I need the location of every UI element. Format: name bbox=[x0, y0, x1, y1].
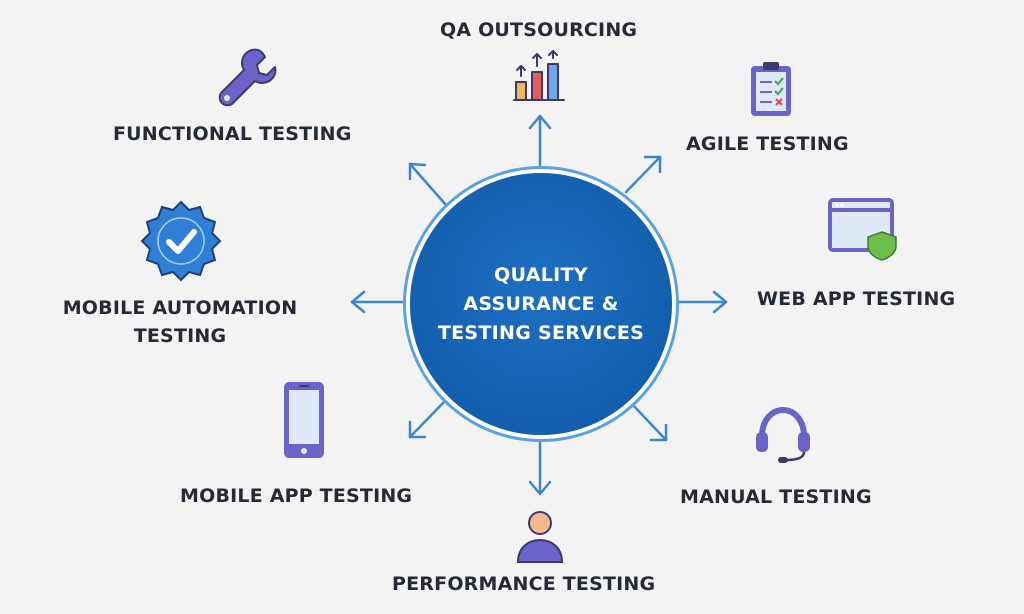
label-qa-outsourcing: QA OUTSOURCING bbox=[440, 19, 638, 41]
smartphone-icon bbox=[284, 382, 324, 458]
label-functional-testing: FUNCTIONAL TESTING bbox=[113, 123, 352, 145]
browser-shield-icon bbox=[828, 198, 897, 261]
arrow-up-right bbox=[624, 155, 662, 194]
label-agile-testing: AGILE TESTING bbox=[686, 133, 849, 155]
clipboard-checklist-icon bbox=[751, 62, 791, 116]
user-icon bbox=[516, 511, 564, 563]
hub-circle: QUALITY ASSURANCE & TESTING SERVICES bbox=[410, 173, 672, 435]
arrow-right bbox=[676, 290, 728, 314]
label-web-app-testing: WEB APP TESTING bbox=[757, 288, 956, 310]
headset-icon bbox=[756, 406, 810, 463]
arrow-down-right bbox=[630, 402, 668, 442]
arrow-up bbox=[528, 114, 552, 167]
label-mobile-automation-testing: MOBILE AUTOMATION TESTING bbox=[46, 294, 314, 350]
verified-badge-icon bbox=[140, 200, 222, 282]
bar-chart-icon bbox=[513, 50, 565, 101]
label-mobile-automation-line2: TESTING bbox=[133, 325, 227, 347]
arrow-down bbox=[528, 441, 552, 496]
label-mobile-app-testing: MOBILE APP TESTING bbox=[180, 485, 413, 507]
label-performance-testing: PERFORMANCE TESTING bbox=[392, 573, 656, 595]
label-manual-testing: MANUAL TESTING bbox=[680, 486, 872, 508]
arrow-up-left bbox=[408, 162, 448, 207]
label-mobile-automation-line1: MOBILE AUTOMATION bbox=[62, 297, 298, 319]
wrench-icon bbox=[218, 48, 277, 107]
hub-title: QUALITY ASSURANCE & TESTING SERVICES bbox=[437, 263, 645, 344]
arrow-left bbox=[350, 290, 404, 314]
arrow-down-left bbox=[408, 398, 448, 439]
